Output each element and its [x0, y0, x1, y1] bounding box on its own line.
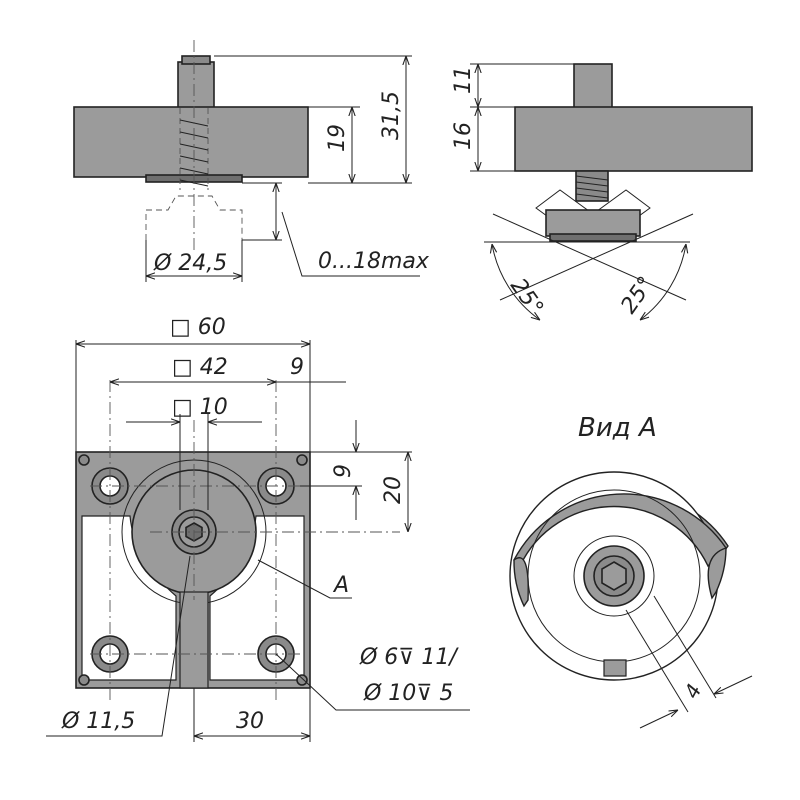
side-foot-pad [549, 233, 637, 242]
front-view: 19 31,5 0...18max Ø 24,5 [73, 40, 430, 282]
front-top-nut [177, 61, 215, 109]
offset-20-label: 20 [381, 476, 406, 504]
side-foot [545, 209, 641, 237]
square-60-label: □ 60 [170, 315, 226, 340]
plan-view: □ 60 □ 42 9 □ 10 9 20 A Ø 6⊽ 11/ Ø 10⊽ 5… [46, 315, 470, 742]
view-a-title: Вид А [578, 413, 657, 443]
view-a-slot [603, 659, 627, 677]
width-30-label: 30 [236, 709, 264, 734]
side-view: 11 16 25° 25° [451, 63, 753, 320]
plan-stem [179, 591, 209, 689]
square-42-label: □ 42 [172, 355, 228, 380]
tilt-right-label: 25° [616, 272, 659, 318]
front-main-body [73, 106, 309, 178]
side-main-body [514, 106, 753, 172]
view-a-hex-socket [601, 561, 627, 591]
side-top-label: 11 [451, 66, 476, 94]
front-foot-outline [145, 195, 243, 240]
side-body-label: 16 [451, 122, 476, 150]
front-top-nut-cap [181, 55, 211, 65]
hole-spec-line-2: Ø 10⊽ 5 [363, 681, 453, 706]
foot-diameter-label: Ø 24,5 [153, 251, 227, 276]
side-top-nut [573, 63, 613, 109]
view-ref-label: A [332, 573, 349, 598]
square-10-label: □ 10 [172, 395, 228, 420]
slot-4-label: 4 [679, 680, 706, 703]
adjust-range-label: 0...18max [318, 249, 430, 274]
hole-spec-line-1: Ø 6⊽ 11/ [359, 645, 459, 670]
height-body-label: 19 [325, 124, 350, 152]
offset-9-right-label: 9 [331, 464, 356, 478]
offset-9-top-label: 9 [290, 355, 304, 380]
dia-11-5-label: Ø 11,5 [61, 709, 135, 734]
view-a: Вид А 4 [509, 413, 753, 729]
height-total-label: 31,5 [379, 91, 404, 140]
